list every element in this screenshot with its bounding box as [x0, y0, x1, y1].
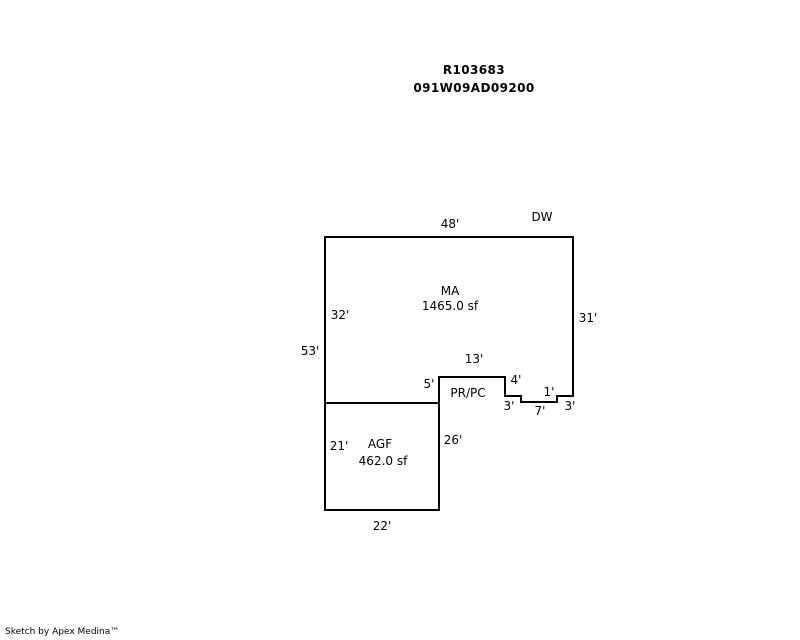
- dim-step-3b: 3': [565, 399, 576, 413]
- ma-area: 1465.0 sf: [422, 299, 479, 313]
- parcel-id: R103683: [442, 63, 506, 77]
- dim-step-3a: 3': [504, 399, 515, 413]
- agf-area: 462.0 sf: [359, 454, 408, 468]
- dim-agf-26: 26': [444, 433, 463, 447]
- agf-label: AGF: [368, 437, 392, 451]
- dw-label: DW: [531, 210, 552, 224]
- dim-step-1: 1': [544, 385, 555, 399]
- agf-outline: [324, 402, 440, 511]
- dim-step-7: 7': [535, 404, 546, 418]
- dim-step-4: 4': [511, 373, 522, 387]
- dim-notch-5: 5': [424, 377, 435, 391]
- dim-overall-53: 53': [301, 344, 320, 358]
- sketch-credit: Sketch by Apex Medina™: [5, 627, 120, 637]
- dim-top-48: 48': [441, 217, 460, 231]
- map-number: 091W09AD09200: [413, 81, 535, 95]
- ma-outline: [324, 236, 574, 404]
- dim-agf-21: 21': [330, 439, 349, 453]
- dim-notch-13: 13': [465, 352, 484, 366]
- ma-label: MA: [441, 284, 460, 298]
- dim-agf-22: 22': [373, 519, 392, 533]
- dim-right-31: 31': [579, 311, 598, 325]
- prpc-label: PR/PC: [450, 386, 485, 400]
- dim-left-32: 32': [331, 308, 350, 322]
